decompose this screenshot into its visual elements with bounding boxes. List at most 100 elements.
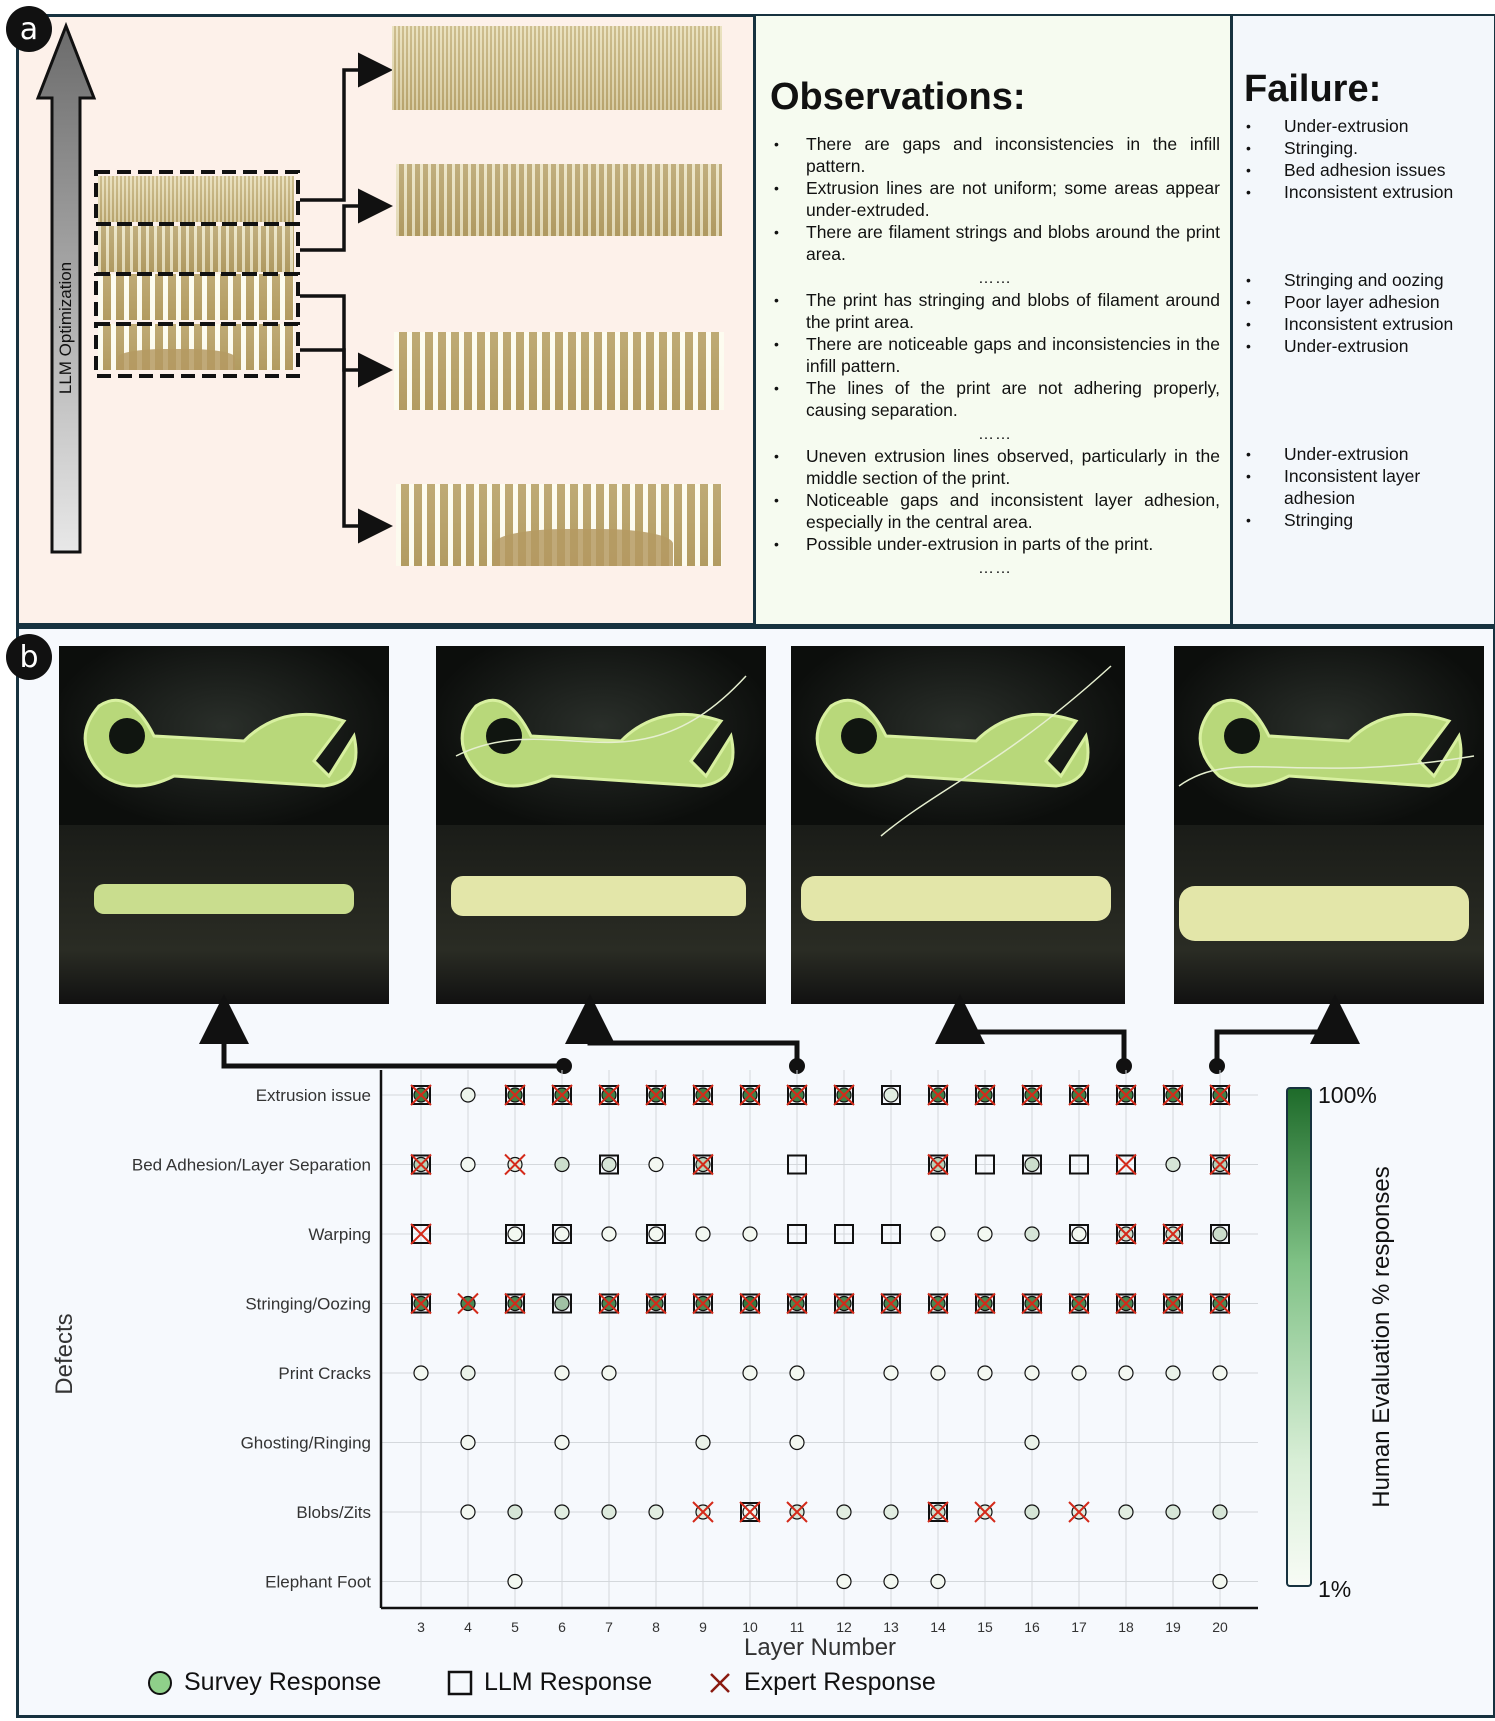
survey-marker [742, 1226, 758, 1242]
observation-item: The print has stringing and blobs of fil… [770, 289, 1220, 333]
expert-marker [1115, 1292, 1137, 1315]
expert-marker [1209, 1084, 1231, 1106]
llm-marker [1163, 1085, 1183, 1105]
observation-item: Extrusion lines are not uniform; some ar… [770, 177, 1220, 221]
colorbar-label: Human Evaluation % responses [1368, 1166, 1395, 1508]
failure-item: Under-extrusion [1244, 335, 1492, 357]
legend-llm-label: LLM Response [484, 1668, 653, 1696]
expert-marker [786, 1292, 808, 1315]
llm-marker [787, 1154, 807, 1175]
survey-marker [554, 1434, 570, 1451]
llm-marker [787, 1085, 807, 1105]
llm-marker [881, 1085, 901, 1105]
chart-xlabel: Layer Number [743, 1634, 897, 1661]
expert-marker [504, 1153, 526, 1176]
llm-marker [505, 1085, 525, 1105]
llm-marker [834, 1224, 854, 1244]
survey-marker [883, 1504, 899, 1520]
llm-marker [740, 1293, 760, 1314]
survey-marker [648, 1156, 664, 1173]
result-strip-3 [394, 332, 724, 410]
expert-marker [1162, 1084, 1184, 1106]
source-strip-3 [98, 274, 294, 320]
survey-marker [977, 1365, 993, 1381]
expert-marker [645, 1084, 667, 1106]
llm-marker [552, 1085, 572, 1105]
source-strip-2 [98, 226, 294, 272]
expert-marker [457, 1292, 479, 1315]
x-tick-label: 20 [1212, 1619, 1228, 1635]
survey-marker [554, 1504, 570, 1520]
expert-marker [504, 1084, 526, 1106]
llm-marker [693, 1293, 713, 1314]
x-tick-label: 15 [977, 1619, 993, 1635]
survey-marker [1024, 1504, 1040, 1520]
llm-marker [928, 1154, 948, 1175]
llm-marker [599, 1154, 619, 1175]
print-photo-3 [791, 646, 1125, 1004]
observations-group-3: Uneven extrusion lines observed, particu… [770, 445, 1220, 555]
y-tick-label: Elephant Foot [265, 1573, 371, 1592]
expert-marker [692, 1501, 714, 1523]
llm-marker [740, 1085, 760, 1105]
wrench-top-view-3 [801, 665, 1112, 921]
observation-item: The lines of the print are not adhering … [770, 377, 1220, 421]
llm-marker [787, 1224, 807, 1244]
llm-marker [1022, 1293, 1042, 1314]
survey-marker [930, 1226, 946, 1242]
llm-marker [646, 1224, 666, 1244]
layer-photo-connectors [199, 994, 1360, 1074]
llm-marker [928, 1085, 948, 1105]
expert-marker [1021, 1292, 1043, 1315]
wrench-top-view-2 [451, 675, 747, 916]
survey-marker [1071, 1365, 1087, 1381]
expert-marker [974, 1084, 996, 1106]
survey-marker [1212, 1573, 1228, 1590]
legend-expert-label: Expert Response [744, 1668, 936, 1696]
source-strip-4 [98, 324, 294, 370]
survey-marker [460, 1087, 476, 1103]
x-tick-label: 8 [652, 1619, 660, 1635]
observations-ellipsis: …… [978, 270, 1012, 287]
expert-marker [1209, 1153, 1231, 1176]
legend-llm-marker-icon [447, 1670, 473, 1695]
expert-marker [927, 1153, 949, 1176]
expert-marker [1115, 1223, 1137, 1245]
expert-marker [504, 1292, 526, 1315]
llm-marker [505, 1293, 525, 1314]
expert-marker [410, 1153, 432, 1176]
survey-marker [883, 1573, 899, 1590]
x-tick-label: 11 [790, 1619, 805, 1635]
llm-marker [881, 1293, 901, 1314]
survey-marker [977, 1226, 993, 1242]
survey-marker [1118, 1504, 1134, 1520]
expert-marker [786, 1084, 808, 1106]
result-strip-2 [396, 164, 722, 236]
survey-marker [648, 1226, 664, 1242]
expert-marker [974, 1501, 996, 1523]
survey-marker [883, 1365, 899, 1381]
survey-marker [460, 1434, 476, 1451]
legend-survey: Survey Response [146, 1668, 381, 1697]
llm-marker [411, 1293, 431, 1314]
x-tick-label: 18 [1118, 1619, 1134, 1635]
y-tick-label: Warping [308, 1225, 371, 1244]
x-tick-label: 5 [511, 1619, 519, 1635]
survey-marker [601, 1504, 617, 1520]
llm-marker [1069, 1224, 1089, 1244]
observations-block: Observations: There are gaps and inconsi… [770, 76, 1220, 577]
expert-marker [786, 1501, 808, 1523]
failure-title: Failure: [1244, 68, 1382, 110]
llm-marker [834, 1085, 854, 1105]
survey-marker [695, 1226, 711, 1242]
expert-marker [927, 1501, 949, 1523]
llm-marker [1210, 1293, 1230, 1314]
x-tick-label: 7 [605, 1619, 613, 1635]
llm-marker [975, 1085, 995, 1105]
observation-item: Noticeable gaps and inconsistent layer a… [770, 489, 1220, 533]
llm-marker [975, 1293, 995, 1314]
colorbar-min-label: 1% [1318, 1576, 1352, 1602]
x-tick-label: 12 [836, 1619, 852, 1635]
print-photo-4 [1174, 646, 1484, 1004]
expert-marker [974, 1292, 996, 1315]
